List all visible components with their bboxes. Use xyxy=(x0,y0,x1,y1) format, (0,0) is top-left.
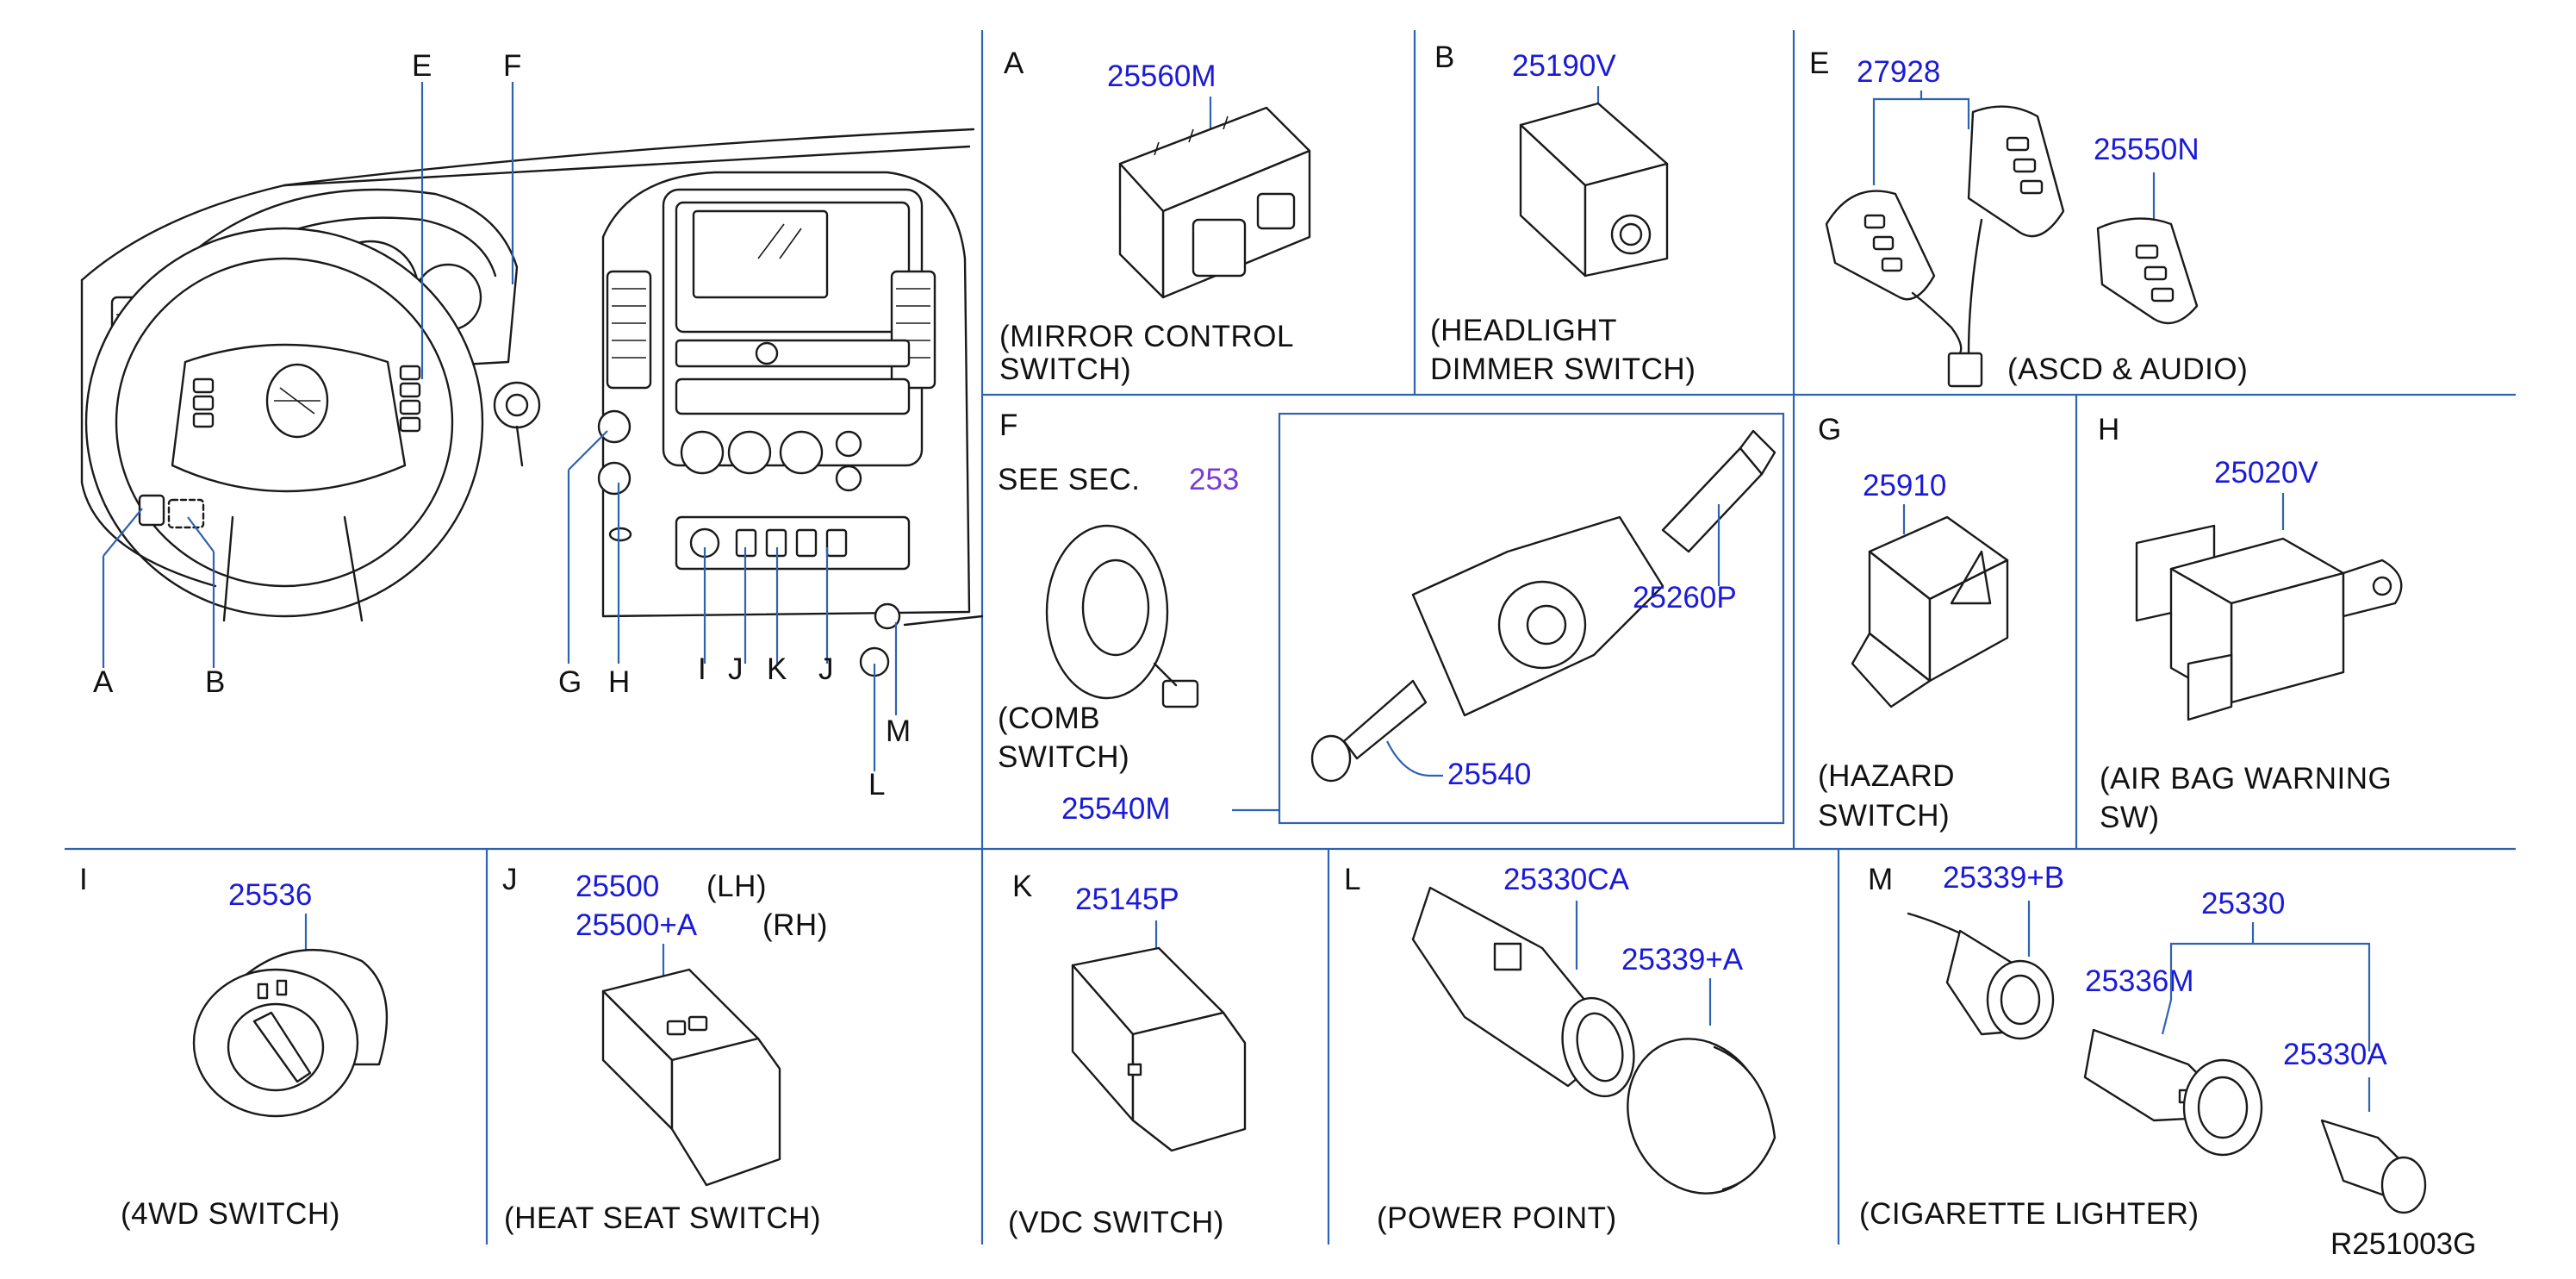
panel-g-hazard-switch: G 25910 (HAZARD SWITCH) xyxy=(1818,413,2009,833)
panel-h-letter: H xyxy=(2098,413,2119,446)
panel-a-letter: A xyxy=(1004,47,1024,80)
panel-k-caption: (VDC SWITCH) xyxy=(1008,1206,1224,1239)
panel-m-caption: (CIGARETTE LIGHTER) xyxy=(1859,1197,2200,1231)
panel-m-letter: M xyxy=(1868,863,1893,896)
panel-b-caption-line-1: (HEADLIGHT xyxy=(1430,314,1617,347)
panel-b-caption-line-2: DIMMER SWITCH) xyxy=(1430,353,1696,386)
callout-b: B xyxy=(205,665,225,699)
panel-f-combination-switch: F SEE SEC. 253 (COMB SWITCH) 25540M 2526… xyxy=(998,409,1785,826)
panel-b-letter: B xyxy=(1434,41,1454,74)
panel-l-part-number-2: 25339+A xyxy=(1621,943,1744,976)
panel-e-part-number-1: 27928 xyxy=(1857,55,1940,89)
callout-j-2: J xyxy=(818,652,834,686)
panel-j-side-rh: (RH) xyxy=(762,908,828,942)
panel-m-part-number-1: 25339+B xyxy=(1943,861,2064,895)
panel-j-part-number-1: 25500 xyxy=(576,870,659,903)
panel-m-part-number-2: 25330 xyxy=(2201,887,2285,920)
panel-k-part-number: 25145P xyxy=(1075,883,1179,916)
panel-a-part-number: 25560M xyxy=(1107,59,1216,93)
panel-j-caption: (HEAT SEAT SWITCH) xyxy=(504,1201,821,1235)
panel-g-part-number: 25910 xyxy=(1863,469,1946,502)
panel-a-caption-line-1: (MIRROR CONTROL xyxy=(999,320,1294,353)
panel-grid xyxy=(65,30,2516,1245)
panel-i-part-number: 25536 xyxy=(228,878,312,912)
panel-a-mirror-control-switch: A 25560M (MIRROR CONTROL SWITCH) xyxy=(999,47,1311,386)
panel-a-caption-line-2: SWITCH) xyxy=(999,353,1131,386)
panel-j-part-number-2: 25500+A xyxy=(576,908,698,942)
panel-f-part-number-2: 25540 xyxy=(1447,758,1531,791)
panel-l-part-number-1: 25330CA xyxy=(1503,863,1630,896)
panel-h-air-bag-warning-switch: H 25020V (AIR BAG WARNING SW) xyxy=(2098,413,2403,834)
panel-g-letter: G xyxy=(1818,413,1841,446)
panel-m-part-number-4: 25330A xyxy=(2283,1038,2387,1071)
panel-i-letter: I xyxy=(79,863,88,896)
callout-j: J xyxy=(728,652,744,686)
panel-m-cigarette-lighter: M 25339+B 25330 25336M 25330A (CIGARETTE… xyxy=(1859,861,2427,1231)
drawing-id: R251003G xyxy=(2330,1227,2476,1261)
callout-i: I xyxy=(698,652,706,686)
panel-k-letter: K xyxy=(1012,870,1032,903)
panel-h-caption-line-1: (AIR BAG WARNING xyxy=(2100,762,2392,795)
overview-leaders xyxy=(102,82,898,771)
panel-e-caption: (ASCD & AUDIO) xyxy=(2007,353,2248,386)
panel-i-caption: (4WD SWITCH) xyxy=(121,1197,340,1231)
callout-g: G xyxy=(558,665,582,699)
panel-b-headlight-dimmer-switch: B 25190V (HEADLIGHT DIMMER SWITCH) xyxy=(1430,41,1696,386)
panel-m-part-number-3: 25336M xyxy=(2085,964,2193,998)
panel-g-caption-line-2: SWITCH) xyxy=(1818,799,1950,833)
callout-f: F xyxy=(503,49,521,83)
callout-k: K xyxy=(767,652,787,686)
callout-e: E xyxy=(412,49,432,83)
panel-h-caption-line-2: SW) xyxy=(2100,801,2160,834)
panel-f-part-number-1: 25260P xyxy=(1633,581,1737,615)
overview-callouts: E F A B G H I J K J M L xyxy=(93,49,911,802)
panel-f-part-number-3: 25540M xyxy=(1061,792,1170,826)
panel-j-side-lh: (LH) xyxy=(706,870,767,903)
callout-h: H xyxy=(608,665,630,699)
panel-b-part-number: 25190V xyxy=(1512,49,1616,83)
dashboard-overview-illustration xyxy=(80,128,984,677)
panel-j-heat-seat-switch: J 25500 (LH) 25500+A (RH) (HEAT SEAT SWI… xyxy=(502,863,828,1235)
panel-h-part-number: 25020V xyxy=(2214,456,2318,490)
panel-e-ascd-audio-switches: E 27928 25550N (ASCD & AUDIO) xyxy=(1809,47,2248,388)
panel-f-see-section: SEE SEC. xyxy=(998,463,1140,496)
panel-f-letter: F xyxy=(999,409,1017,442)
panel-j-letter: J xyxy=(502,863,518,896)
panel-i-4wd-switch: I 25536 (4WD SWITCH) xyxy=(79,863,389,1231)
panel-f-caption-line-2: SWITCH) xyxy=(998,740,1129,774)
callout-m: M xyxy=(886,714,911,748)
callout-a: A xyxy=(93,665,114,699)
panel-f-section-number: 253 xyxy=(1189,463,1239,496)
panel-l-caption: (POWER POINT) xyxy=(1377,1201,1617,1235)
panel-f-caption-line-1: (COMB xyxy=(998,702,1100,735)
panel-e-part-number-2: 25550N xyxy=(2094,133,2200,166)
panel-l-letter: L xyxy=(1344,863,1360,896)
panel-l-power-point: L 25330CA 25339+A (POWER POINT) xyxy=(1344,863,1776,1235)
panel-g-caption-line-1: (HAZARD xyxy=(1818,759,1955,793)
panel-e-letter: E xyxy=(1809,47,1829,80)
callout-l: L xyxy=(868,768,885,802)
panel-k-vdc-switch: K 25145P (VDC SWITCH) xyxy=(1008,870,1247,1239)
